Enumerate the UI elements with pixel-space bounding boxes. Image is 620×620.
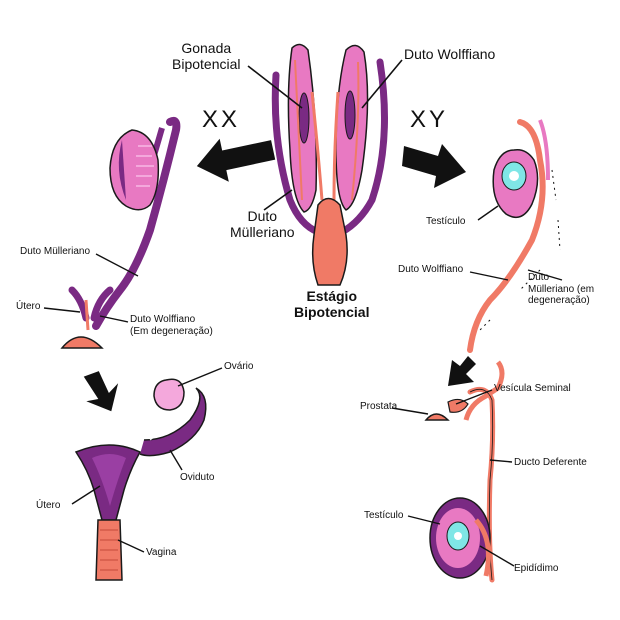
m-mullerian-degen-label: Duto Mülleriano (em degeneração)	[528, 272, 595, 306]
arrow-to-female	[196, 138, 276, 182]
m-epididymis-label: Epidídimo	[514, 563, 559, 574]
m-mullerian-leader	[527, 269, 563, 281]
arrow-to-male	[402, 144, 466, 188]
m-vesicle-leader	[455, 389, 493, 405]
arrow-male-down	[448, 356, 476, 386]
f-wolffian-degen-label: Duto Wolffiano (Em degeneração)	[130, 314, 213, 337]
stage-label: Estágio Bipotencial	[294, 288, 370, 321]
xx-label: XX	[202, 106, 241, 133]
mullerian-leader	[263, 189, 293, 211]
f-vagina-label: Vagina	[146, 547, 177, 558]
m-prostate-label: Prostata	[360, 401, 398, 412]
f-uterus1-leader	[43, 307, 81, 313]
gonad-leader	[247, 65, 303, 109]
f-ovary-label: Ovário	[224, 361, 254, 372]
m-testis1-label: Testículo	[426, 216, 466, 227]
female-early-structure	[60, 117, 181, 349]
male-early-structure	[467, 119, 561, 353]
m-epididymis-leader	[479, 545, 515, 567]
bipotential-structure	[271, 43, 388, 286]
f-mullerian-leader	[95, 253, 139, 277]
m-prostate-leader	[391, 407, 429, 415]
m-testis1-leader	[477, 205, 499, 221]
m-testis2-leader	[407, 515, 441, 525]
f-ovary-leader	[177, 367, 223, 387]
wolffian-leader	[361, 59, 403, 109]
female-adult-structure	[74, 378, 207, 581]
f-oviduct-label: Oviduto	[180, 472, 215, 483]
f-uterus1-label: Útero	[16, 301, 41, 312]
m-vas-leader	[489, 459, 513, 463]
f-uterus2-label: Útero	[36, 500, 61, 511]
f-oviduct-leader	[169, 449, 183, 471]
m-wolffian-leader	[469, 271, 509, 281]
m-wolffian-label: Duto Wolffiano	[398, 264, 464, 275]
male-adult-structure	[424, 360, 505, 583]
f-mullerian-duct-label: Duto Mülleriano	[20, 246, 91, 257]
f-vagina-leader	[117, 539, 145, 553]
m-testis2-label: Testículo	[364, 510, 404, 521]
wolffian-label: Duto Wolffiano	[404, 46, 496, 62]
m-vesicle-label: Vesícula Seminal	[494, 383, 571, 394]
m-vas-label: Ducto Deferente	[514, 457, 587, 468]
xy-label: XY	[410, 106, 449, 133]
arrow-female-down	[83, 371, 119, 412]
f-uterus2-leader	[71, 485, 101, 505]
f-wolffian-leader	[99, 315, 129, 323]
mullerian-label: Duto Mülleriano	[230, 208, 295, 241]
gonad-label: Gonada Bipotencial	[172, 40, 241, 73]
